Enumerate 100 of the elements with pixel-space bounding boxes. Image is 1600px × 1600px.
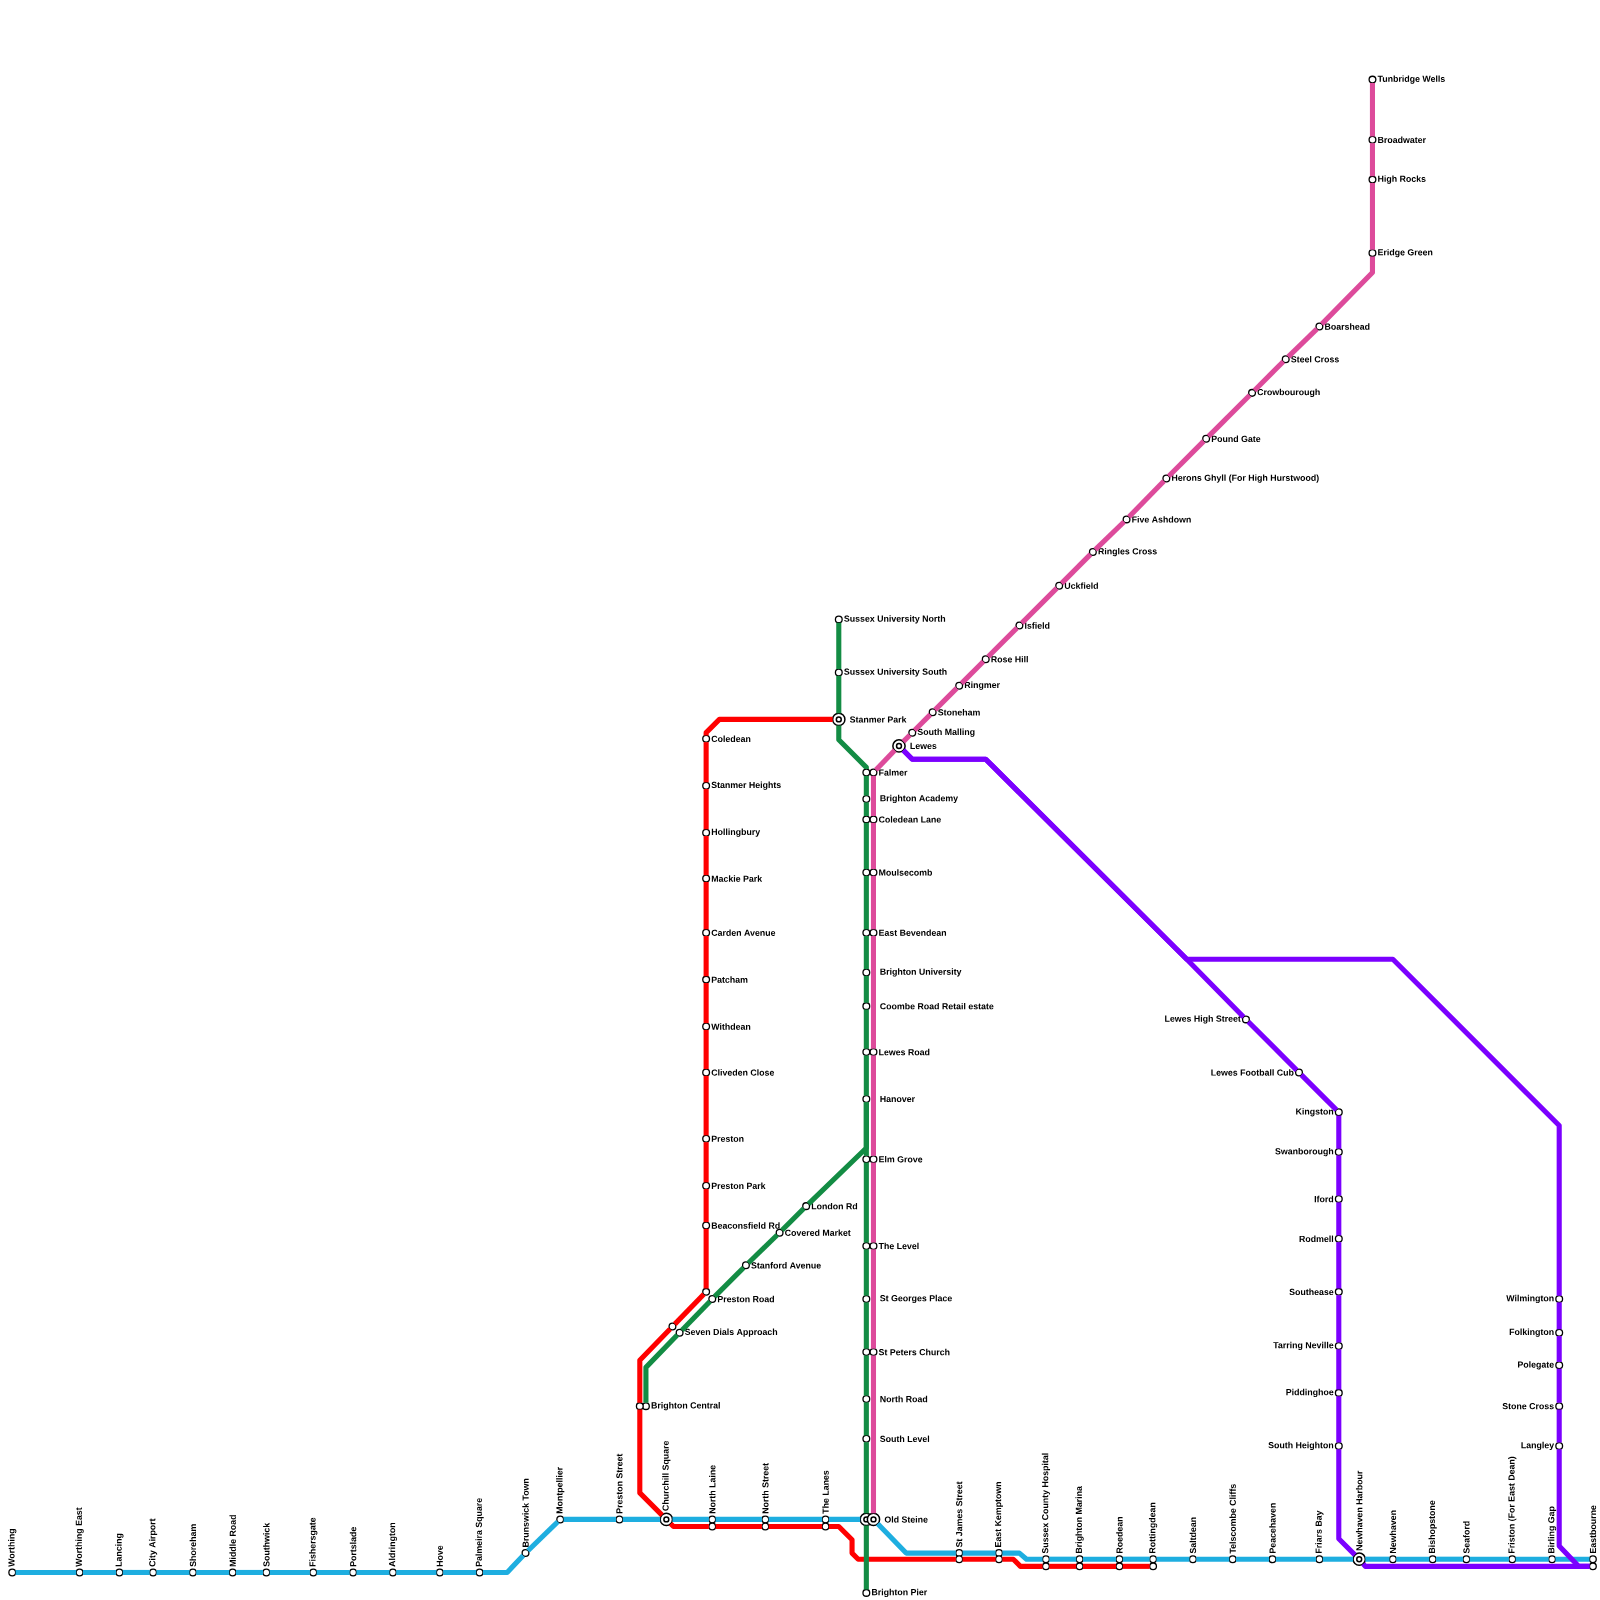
route-line bbox=[1336, 1242, 1342, 1289]
route-line bbox=[863, 1302, 869, 1349]
station-label: Rodmell bbox=[1299, 1235, 1334, 1242]
station-label: Friars Bay bbox=[1315, 1510, 1324, 1553]
route-line bbox=[986, 626, 1019, 659]
station-label: Lewes High Street bbox=[1165, 1015, 1241, 1024]
route-line bbox=[870, 1055, 877, 1156]
station-label: South Heighton bbox=[1268, 1441, 1334, 1451]
route-line bbox=[1049, 1563, 1077, 1569]
route-line bbox=[863, 1525, 869, 1590]
route-line bbox=[1556, 1336, 1562, 1362]
station-label: Herons Ghyll (For High Hurstwood) bbox=[1172, 474, 1319, 483]
route-line bbox=[703, 1228, 709, 1289]
station-label: London Rd bbox=[811, 1202, 858, 1210]
route-line bbox=[1556, 1449, 1590, 1569]
station-label: Aldrington bbox=[388, 1522, 397, 1567]
station-label: Mackie Park bbox=[711, 875, 763, 882]
route-line bbox=[703, 1142, 709, 1183]
station-label: Worthing East bbox=[75, 1507, 84, 1567]
station-label: Brighton Academy bbox=[880, 794, 958, 804]
station-label: Montpellier bbox=[556, 1466, 565, 1514]
station-label: The Lanes bbox=[822, 1470, 829, 1514]
station-label: Shoreham bbox=[189, 1524, 197, 1567]
station-label: Boarshead bbox=[1325, 323, 1370, 330]
route-line bbox=[873, 748, 897, 772]
route-line bbox=[703, 1189, 709, 1223]
route-line bbox=[1127, 479, 1166, 519]
route-line bbox=[703, 742, 709, 783]
route-line bbox=[768, 1516, 823, 1522]
station-label: Brighton Marina bbox=[1075, 1486, 1084, 1553]
route-line bbox=[962, 1550, 996, 1556]
route-line bbox=[828, 1516, 861, 1522]
route-line bbox=[156, 1569, 190, 1575]
route-line bbox=[870, 1249, 877, 1349]
route-line bbox=[863, 775, 869, 796]
station-label: Rose Hill bbox=[991, 655, 1028, 663]
route-line bbox=[715, 1524, 762, 1530]
route-line bbox=[1515, 1556, 1549, 1562]
route-line bbox=[1156, 1556, 1190, 1562]
station-label: Lewes bbox=[910, 742, 937, 749]
route-line bbox=[863, 975, 869, 1003]
route-line bbox=[1369, 82, 1375, 137]
route-line bbox=[959, 659, 986, 686]
station-label: Stanford Avenue bbox=[751, 1262, 821, 1269]
station-label: Cliveden Close bbox=[711, 1069, 775, 1076]
station-label: Lewes Football Cub bbox=[1211, 1069, 1294, 1076]
route-line bbox=[196, 1569, 230, 1575]
station-label: Seven Dials Approach bbox=[684, 1328, 778, 1337]
station-label: Sussex University South bbox=[844, 668, 947, 677]
station-label: Ringmer bbox=[964, 681, 1000, 690]
station-label: Newhaven Harbour bbox=[1355, 1470, 1363, 1551]
station-label: Portslade bbox=[349, 1527, 357, 1567]
route-line bbox=[1556, 1409, 1562, 1443]
station-label: Peacehaven bbox=[1269, 1503, 1276, 1553]
route-line bbox=[703, 836, 709, 876]
route-line bbox=[672, 1292, 706, 1326]
station-label: Old Steine bbox=[884, 1516, 928, 1523]
route-line bbox=[1365, 1556, 1390, 1562]
station-label: Preston Road bbox=[717, 1295, 774, 1303]
route-line bbox=[1336, 1202, 1342, 1236]
route-line bbox=[703, 936, 709, 977]
route-line bbox=[1369, 143, 1375, 177]
route-line bbox=[962, 1556, 996, 1562]
station-label: Seaford bbox=[1463, 1521, 1470, 1554]
route-line bbox=[836, 725, 869, 770]
route-line bbox=[863, 1009, 869, 1049]
route-line bbox=[806, 1102, 869, 1206]
route-line bbox=[870, 775, 877, 817]
station-label: City Airport bbox=[148, 1518, 158, 1567]
route-line bbox=[870, 822, 877, 870]
route-line bbox=[863, 802, 869, 817]
route-line bbox=[637, 1409, 664, 1517]
station-label: Lancing bbox=[115, 1533, 124, 1567]
station-label: Falmer bbox=[879, 769, 908, 776]
station-label: Stanmer Heights bbox=[711, 781, 781, 790]
route-line bbox=[870, 1162, 877, 1243]
route-line bbox=[622, 1516, 661, 1522]
station-label: Worthing bbox=[8, 1529, 17, 1567]
route-line bbox=[912, 712, 933, 733]
station-label: Telscombe Cliffs bbox=[1229, 1484, 1236, 1554]
route-line bbox=[482, 1553, 526, 1575]
station-label: North Road bbox=[880, 1395, 928, 1403]
station-label: Stoneham bbox=[938, 709, 980, 716]
route-line bbox=[703, 982, 709, 1024]
route-line bbox=[703, 881, 709, 930]
route-line bbox=[1319, 256, 1375, 326]
route-line bbox=[1336, 1115, 1342, 1149]
route-line bbox=[269, 1569, 310, 1575]
route-line bbox=[836, 622, 842, 670]
route-line bbox=[122, 1569, 150, 1575]
route-line bbox=[1019, 586, 1059, 625]
station-label: Eridge Green bbox=[1378, 248, 1433, 258]
route-line bbox=[396, 1569, 437, 1575]
station-label: Langley bbox=[1521, 1441, 1555, 1451]
station-label: Coledean Lane bbox=[878, 816, 941, 823]
station-label: Stone Cross bbox=[1502, 1403, 1554, 1410]
station-label: Brighton University bbox=[880, 968, 962, 977]
station-label: Pound Gate bbox=[1211, 435, 1261, 442]
route-line bbox=[1275, 1556, 1317, 1562]
station-label: North Street bbox=[762, 1463, 769, 1514]
